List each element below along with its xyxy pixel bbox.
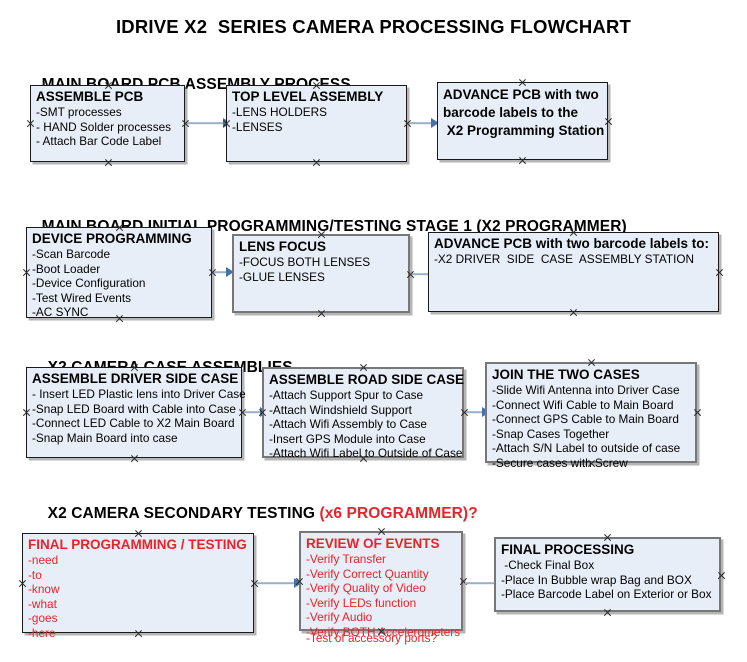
node-review-of-events[interactable]: REVIEW OF EVENTS -Verify Transfer -Verif…	[299, 531, 463, 645]
node-line: -X2 DRIVER SIDE CASE ASSEMBLY STATION	[434, 252, 695, 266]
node-line: -Device Configuration	[32, 276, 146, 290]
node-line: -Place Barcode Label on Exterior or Box	[501, 587, 712, 601]
connector-arrow	[214, 263, 234, 281]
node-title: FINAL PROGRAMMING / TESTING	[28, 537, 247, 552]
connector-arrow	[187, 114, 231, 132]
node-line: -here	[28, 625, 56, 640]
node-line: -AC SYNC	[32, 305, 89, 319]
node-line: -goes	[28, 611, 58, 625]
node-title: ASSEMBLE ROAD SIDE CASE	[269, 372, 465, 387]
node-line: -Verify Quality of Video	[306, 581, 426, 595]
node-line: -Place In Bubble wrap Bag and BOX	[501, 572, 692, 587]
node-assemble-pcb[interactable]: ASSEMBLE PCB -SMT processes - HAND Solde…	[30, 85, 185, 162]
connector-arrow	[256, 574, 302, 592]
node-title: LENS FOCUS	[239, 239, 327, 254]
node-lens-focus[interactable]: LENS FOCUS -FOCUS BOTH LENSES -GLUE LENS…	[232, 234, 410, 313]
node-device-programming[interactable]: DEVICE PROGRAMMING -Scan Barcode -Boot L…	[26, 227, 212, 319]
node-final-processing[interactable]: FINAL PROCESSING -Check Final Box -Place…	[494, 537, 721, 612]
node-line: -Verify Transfer	[306, 552, 386, 566]
arrow-shaft	[187, 122, 223, 124]
arrow-shaft	[409, 122, 431, 124]
node-title: ADVANCE PCB with two barcode labels to:	[434, 236, 710, 251]
node-title: JOIN THE TWO CASES	[492, 367, 640, 382]
node-line: -Connect Wifi Cable to Main Board	[492, 397, 674, 412]
node-title: ASSEMBLE DRIVER SIDE CASE	[32, 371, 239, 386]
node-title: TOP LEVEL ASSEMBLY	[232, 89, 384, 104]
node-top-level-assembly[interactable]: TOP LEVEL ASSEMBLY -LENS HOLDERS -LENSES	[226, 85, 407, 162]
node-line: -SMT processes	[36, 105, 122, 119]
node-assemble-road-side-case[interactable]: ASSEMBLE ROAD SIDE CASE -Attach Support …	[262, 367, 465, 460]
node-line: -Test Wired Events	[32, 290, 131, 305]
node-line: -what	[28, 596, 57, 611]
arrow-shaft	[244, 411, 260, 413]
node-line: -Verify BOTH Accelerometers	[306, 624, 461, 639]
node-line: -need	[28, 553, 59, 567]
node-line: -Attach Support Spur to Case	[269, 388, 424, 402]
node-join-the-two-cases[interactable]: JOIN THE TWO CASES -Slide Wifi Antenna i…	[485, 362, 697, 470]
node-title: REVIEW OF EVENTS	[306, 536, 440, 551]
page-title: IDRIVE X2 SERIES CAMERA PROCESSING FLOWC…	[115, 16, 632, 37]
node-line: - Attach Bar Code Label	[36, 134, 162, 148]
node-line: -Verify Correct Quantity	[306, 566, 429, 581]
section-heading-4-text: X2 CAMERA SECONDARY TESTING	[47, 505, 320, 522]
node-assemble-driver-side-case[interactable]: ASSEMBLE DRIVER SIDE CASE - Insert LED P…	[26, 367, 246, 458]
connector-arrow	[409, 114, 439, 132]
section-heading-4: X2 CAMERA SECONDARY TESTING (x6 PROGRAMM…	[30, 487, 478, 541]
node-title: ADVANCE PCB with two barcode labels to t…	[443, 87, 605, 138]
node-line: -Secure cases with Screw	[492, 455, 628, 470]
node-line: -Attach Wifi Assembly to Case	[269, 417, 427, 431]
section-heading-4-accent: (x6 PROGRAMMER)?	[319, 505, 478, 522]
node-line: -LENSES	[232, 119, 283, 134]
node-advance-pcb-1[interactable]: ADVANCE PCB with two barcode labels to t…	[437, 82, 608, 160]
node-line: -FOCUS BOTH LENSES	[239, 255, 371, 269]
node-title: FINAL PROCESSING	[501, 542, 635, 557]
node-line: -Attach Windshield Support	[269, 402, 412, 417]
arrow-shaft	[214, 271, 226, 273]
node-line: -Snap Cases Together	[492, 426, 610, 441]
node-line: -Boot Loader	[32, 261, 101, 276]
node-line: -Scan Barcode	[32, 247, 111, 261]
node-line: -Connect LED Cable to X2 Main Board	[32, 416, 235, 430]
node-line: - HAND Solder processes	[36, 119, 172, 134]
node-line: -to	[28, 567, 42, 582]
node-line: -Verify LEDs function	[306, 595, 417, 610]
node-line: -Verify Audio	[306, 610, 373, 624]
node-overflow-line: -Test of accessory ports?	[306, 630, 438, 645]
node-line: -Connect GPS Cable to Main Board	[492, 412, 679, 426]
node-line: -know	[28, 582, 60, 596]
arrow-shaft	[465, 582, 497, 584]
arrow-shaft	[466, 411, 482, 413]
node-line: -LENS HOLDERS	[232, 105, 328, 119]
node-line: -Attach Wifi Label to Outside of Case	[269, 446, 463, 460]
node-line: -Snap Main Board into case	[32, 430, 178, 445]
node-line: -GLUE LENSES	[239, 269, 325, 284]
node-line: -Check Final Box	[501, 558, 595, 572]
node-line: -Attach S/N Label to outside of case	[492, 441, 681, 455]
arrow-shaft	[256, 582, 294, 584]
node-title: ASSEMBLE PCB	[36, 89, 144, 104]
node-title: DEVICE PROGRAMMING	[32, 231, 192, 246]
node-line: - Insert LED Plastic lens into Driver Ca…	[32, 387, 246, 401]
node-line: -Slide Wifi Antenna into Driver Case	[492, 383, 680, 397]
node-final-programming-testing[interactable]: FINAL PROGRAMMING / TESTING -need -to -k…	[22, 533, 254, 640]
node-line: -Insert GPS Module into Case	[269, 431, 426, 446]
node-advance-pcb-2[interactable]: ADVANCE PCB with two barcode labels to: …	[428, 232, 719, 312]
node-line: -Snap LED Board with Cable into Case	[32, 401, 236, 416]
